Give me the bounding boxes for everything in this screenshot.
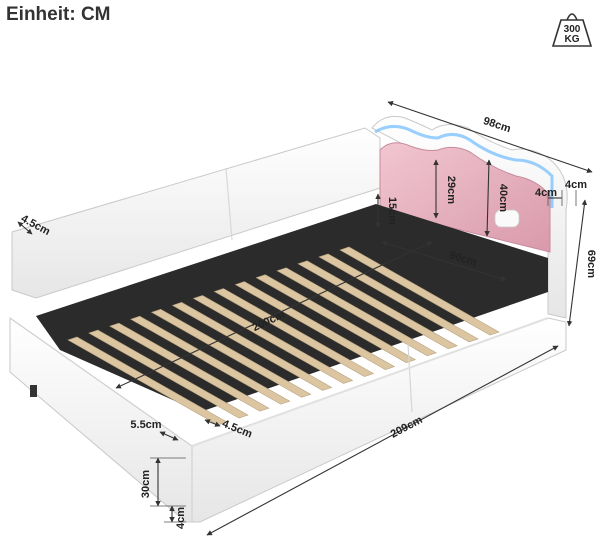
slat-gap-label: 5.5cm xyxy=(130,419,161,431)
weight-unit: KG xyxy=(565,34,580,45)
headboard-thickness-b-label: 4cm xyxy=(565,179,587,191)
unit-label: Einheit: CM xyxy=(6,4,111,25)
headboard-gap-label: 15cm xyxy=(386,197,398,225)
headboard-thickness-a-label: 4cm xyxy=(535,187,557,199)
dimension-lines xyxy=(17,101,593,536)
side-height-label: 30cm xyxy=(140,470,152,498)
width-label: 98cm xyxy=(482,115,513,135)
leg-height-label: 4cm xyxy=(175,507,187,529)
panel-inner-height-label: 29cm xyxy=(445,176,457,204)
weight-value: 300 xyxy=(564,24,581,35)
weight-icon: 300 KG xyxy=(551,13,593,47)
panel-height-label: 40cm xyxy=(497,184,509,212)
height-label: 69cm xyxy=(585,250,597,278)
